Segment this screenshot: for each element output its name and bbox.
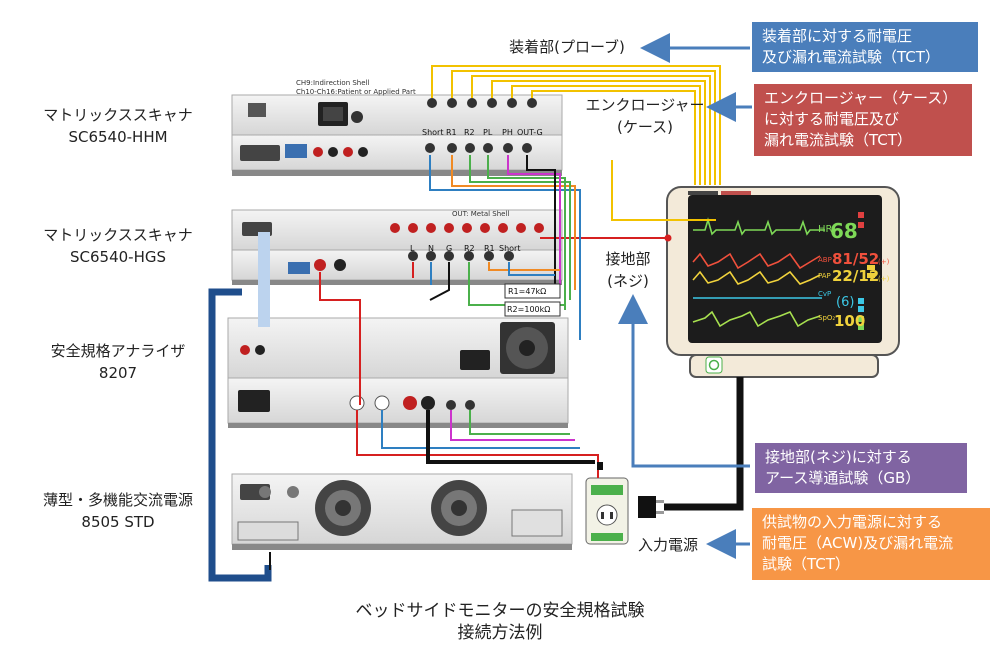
device-name: マトリックススキャナ xyxy=(43,226,193,244)
hhm-terminal-label: PL xyxy=(483,128,493,137)
hhm-terminal-label: R2 xyxy=(464,128,475,137)
power-input-label: 入力電源 xyxy=(637,536,698,554)
callout-ground: 接地部(ネジ)に対する アース導通試験（GB） xyxy=(755,443,967,493)
pap-value: 22/12 xyxy=(832,267,879,285)
hgs-terminal-label: L xyxy=(410,244,415,253)
caption-line1: ベッドサイドモニターの安全規格試験 xyxy=(355,601,645,621)
spo2-value: 100 xyxy=(834,312,865,330)
device-name: マトリックススキャナ xyxy=(43,106,193,124)
hhm-terminal-label: PH xyxy=(502,128,513,137)
device-8207-label: 安全規格アナライザ 8207 xyxy=(28,340,208,384)
pap-label: PAP xyxy=(818,272,831,280)
hgs-terminal-label: R1 xyxy=(484,244,495,253)
hhm-terminal-label: Short xyxy=(422,128,443,137)
arrows xyxy=(618,33,752,559)
callout-applied-part: 装着部に対する耐電圧 及び漏れ電流試験（TCT） xyxy=(752,22,978,72)
resistor-r2-label: R2=100kΩ xyxy=(507,305,550,314)
resistor-r1-label: R1=47kΩ xyxy=(508,287,546,296)
device-hhm-label: マトリックススキャナ SC6540-HHM xyxy=(28,104,208,148)
hgs-terminal-label: G xyxy=(446,244,452,253)
abp-label: ABP xyxy=(818,256,832,264)
ground-label: 接地部 (ネジ) xyxy=(605,250,651,290)
callout-power: 供試物の入力電源に対する 耐電圧（ACW)及び漏れ電流 試験（TCT） xyxy=(752,508,990,580)
power-outlet-box xyxy=(585,477,629,545)
scanner-hhm-device xyxy=(231,94,563,176)
device-model: 8207 xyxy=(98,364,138,382)
hhm-terminal-labels: Short R1 R2 PL PH OUT-G xyxy=(422,128,543,137)
power-plug xyxy=(638,496,664,518)
device-model: SC6540-HHM xyxy=(68,128,168,146)
device-hgs-label: マトリックススキャナ SC6540-HGS xyxy=(28,224,208,268)
device-model: SC6540-HGS xyxy=(69,248,166,266)
hhm-terminal-label: OUT-G xyxy=(517,128,543,137)
hr-label: HR xyxy=(818,224,833,235)
cvp-label: CvP xyxy=(818,290,831,298)
scanner-hgs-device xyxy=(231,209,563,285)
device-8505-label: 薄型・多機能交流電源 8505 STD xyxy=(18,489,218,533)
bedside-monitor xyxy=(666,186,900,378)
hgs-terminal-labels: L N G R2 R1 Short xyxy=(410,244,520,253)
resistor-boxes xyxy=(504,283,561,317)
applied-part-label: 装着部(プローブ) xyxy=(509,38,625,56)
safety-analyzer-device xyxy=(227,317,569,428)
callout-enclosure: エンクロージャー（ケース） に対する耐電圧及び 漏れ電流試験（TCT） xyxy=(754,84,972,156)
wires xyxy=(208,65,744,582)
caption-line2: 接続方法例 xyxy=(457,623,543,643)
hgs-terminal-label: R2 xyxy=(464,244,475,253)
pap-sub: (+) xyxy=(878,275,890,283)
abp-value: 81/52 xyxy=(832,250,879,268)
hgs-header: OUT: Metal Shell xyxy=(452,210,509,218)
hhm-header-line1: CH9:Indirection Shell xyxy=(296,79,369,87)
spo2-label: SpO₂ xyxy=(818,314,835,322)
hgs-terminal-label: N xyxy=(428,244,434,253)
cvp-value: (6) xyxy=(836,295,854,310)
hr-value: 68 xyxy=(830,219,858,243)
monitor-readouts: HR 68 ABP 81/52 (+) PAP 22/12 (+) CvP (6… xyxy=(818,219,890,330)
hgs-terminal-label: Short xyxy=(499,244,520,253)
hhm-terminal-label: R1 xyxy=(446,128,457,137)
enclosure-label: エンクロージャー (ケース) xyxy=(585,96,705,136)
abp-sub: (+) xyxy=(878,258,890,266)
ac-power-source-device xyxy=(231,473,573,550)
device-name: 安全規格アナライザ xyxy=(50,342,186,360)
hhm-header-line2: Ch10-Ch16:Patient or Applied Part xyxy=(296,88,416,96)
device-model: 8505 STD xyxy=(81,513,155,531)
device-name: 薄型・多機能交流電源 xyxy=(42,491,193,509)
diagram-caption: ベッドサイドモニターの安全規格試験 接続方法例 xyxy=(300,600,700,644)
